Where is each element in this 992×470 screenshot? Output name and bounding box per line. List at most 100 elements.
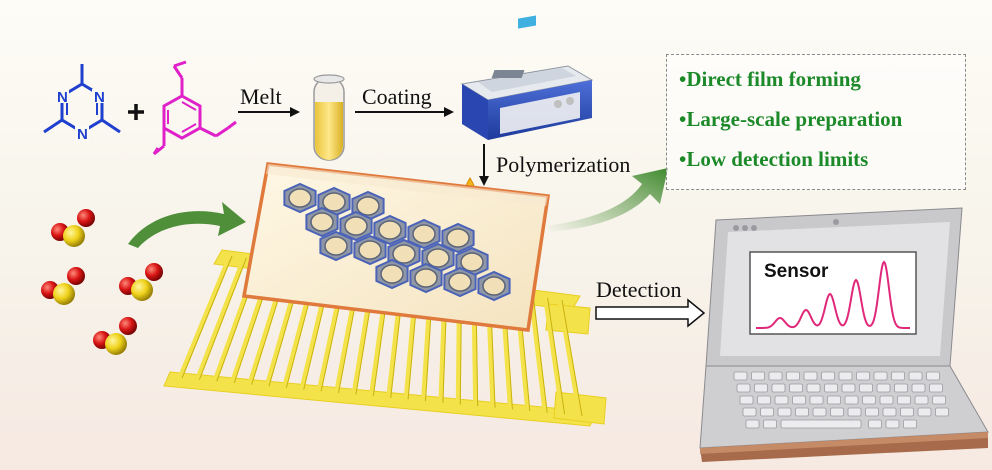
laptop-key: [789, 383, 803, 393]
laptop-key: [768, 371, 783, 381]
pore: [324, 236, 348, 256]
laptop-key: [754, 383, 768, 393]
pore: [380, 264, 404, 284]
laptop-key: [859, 383, 873, 393]
oxygen-atom: [119, 317, 137, 335]
pore: [460, 252, 484, 272]
porous-framework: [283, 182, 511, 302]
laptop-key: [914, 395, 929, 405]
laptop-keyboard: [733, 371, 949, 429]
laptop-key: [876, 383, 891, 393]
feature-item: •Low detection limits: [679, 147, 869, 171]
detection-label: Detection: [596, 277, 682, 302]
triazine-n-bg: [75, 126, 89, 140]
laptop-key: [736, 383, 751, 393]
laptop-key: [803, 371, 818, 381]
laptop-key: [780, 419, 862, 429]
pore: [378, 220, 402, 240]
laptop-key: [812, 407, 827, 417]
laptop-key: [911, 383, 926, 393]
pore: [412, 224, 436, 244]
pore: [358, 240, 382, 260]
laptop-key: [847, 407, 862, 417]
feature-item: •Large-scale preparation: [679, 107, 903, 131]
laptop-key: [774, 395, 789, 405]
laptop-key: [856, 371, 870, 381]
electrode-finger-edge: [198, 257, 247, 380]
pore: [310, 212, 334, 232]
laptop-key: [771, 383, 786, 393]
laptop-key: [903, 419, 917, 429]
plus-sign: [128, 104, 144, 120]
laptop-key: [824, 383, 838, 393]
features-box: •Direct film forming •Large-scale prepar…: [666, 54, 966, 190]
triazine-n-label: N: [94, 89, 105, 106]
laptop-key: [827, 395, 841, 405]
laptop-key: [739, 395, 754, 405]
laptop-key: [865, 407, 879, 417]
sulfur-atom: [131, 279, 153, 301]
electrode-finger: [557, 297, 583, 419]
laptop-key: [806, 383, 821, 393]
laptop-key: [929, 383, 943, 393]
laptop-key: [821, 371, 835, 381]
melt-label: Melt: [240, 84, 282, 109]
laptop-key: [882, 407, 897, 417]
triazine-n-label: N: [77, 126, 88, 143]
laptop-key: [894, 383, 908, 393]
triazine-n-label: N: [57, 89, 68, 106]
feature-item: •Direct film forming: [679, 67, 861, 91]
laptop-key: [844, 395, 859, 405]
triazine-n-bg: [55, 89, 69, 103]
so2-molecules: [41, 209, 163, 355]
oxygen-atom: [77, 209, 95, 227]
laptop-key: [733, 371, 748, 381]
test-tube: [313, 74, 345, 161]
pore: [322, 192, 346, 212]
laptop-key: [757, 395, 771, 405]
pore: [344, 216, 368, 236]
laptop-key: [926, 371, 940, 381]
sensor-title: Sensor: [764, 261, 829, 282]
laptop-key: [809, 395, 824, 405]
electrode-finger: [177, 253, 233, 381]
laptop-key: [830, 407, 844, 417]
sulfur-atom: [63, 225, 85, 247]
electrode-finger: [528, 293, 548, 416]
trialdehyde-molecule: [152, 60, 237, 156]
film-coater-device: [460, 15, 594, 140]
pore: [392, 244, 416, 264]
sensor-signal-curve: [756, 260, 910, 329]
sensor-screen: Sensor: [749, 251, 917, 335]
pore: [414, 268, 438, 288]
laptop-key: [841, 383, 856, 393]
electrode-finger-edge: [532, 296, 548, 413]
electrode-finger-edge: [181, 255, 233, 379]
triazine-n-bg: [92, 89, 106, 103]
sulfur-atom: [105, 333, 127, 355]
laptop-key: [908, 371, 923, 381]
electrode-finger: [194, 255, 247, 383]
laptop-key: [745, 419, 760, 429]
oxygen-atom: [67, 267, 85, 285]
laptop-key: [879, 395, 894, 405]
coating-label: Coating: [362, 84, 432, 109]
laptop-key: [900, 407, 914, 417]
laptop-key: [777, 407, 792, 417]
polymerization-label: Polymerization: [496, 152, 630, 177]
features-arrow: [548, 168, 668, 232]
pore: [426, 248, 450, 268]
laptop-key: [862, 395, 876, 405]
pore: [448, 272, 472, 292]
laptop-key: [742, 407, 757, 417]
pore: [288, 188, 312, 208]
laptop-key: [935, 407, 949, 417]
laptop-key: [838, 371, 853, 381]
pore: [356, 196, 380, 216]
laptop-key: [786, 371, 800, 381]
laptop-key: [868, 419, 882, 429]
laptop-key: [873, 371, 888, 381]
adsorption-arrow: [128, 202, 246, 248]
